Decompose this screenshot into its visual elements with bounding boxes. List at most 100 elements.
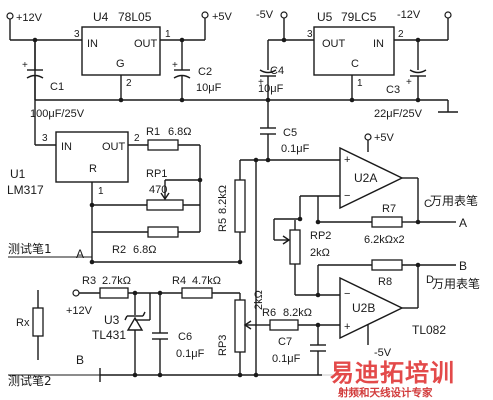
c1-value: 100μF/25V [30, 108, 85, 120]
minus5v-terminal-top [280, 11, 288, 19]
u5-ref: U5 [317, 10, 333, 24]
u5-gnd: C [351, 58, 359, 70]
u4-in: IN [87, 38, 98, 50]
r5-resistor [234, 179, 246, 233]
r7-resistor [371, 216, 403, 228]
u4-part: 78L05 [118, 10, 152, 24]
terminal-a-left: A [76, 247, 84, 261]
probe1-label: 测试笔1 [8, 241, 52, 256]
c5-value: 0.1μF [281, 143, 310, 155]
r1-resistor [147, 139, 179, 151]
c6-label: C6 [178, 331, 192, 343]
u4-ref: U4 [93, 10, 109, 24]
u1-adj: R [89, 163, 97, 175]
r5-label: R5 [217, 218, 229, 232]
plus5v-terminal-amp [364, 133, 372, 141]
u5-right-pin-name: IN [373, 38, 384, 50]
u5-pin-gnd: 1 [357, 78, 363, 89]
opamp-part: TL082 [412, 323, 446, 337]
rp2-label: RP2 [310, 230, 331, 242]
u4-regulator [81, 26, 161, 76]
r8-label: R8 [378, 276, 392, 288]
u5-left-pin-name: OUT [322, 38, 346, 50]
svg-text:+: + [22, 60, 28, 71]
u5-pin-right: 2 [398, 29, 404, 40]
r4-value: 4.7kΩ [192, 275, 221, 287]
u4-out: OUT [134, 38, 158, 50]
rp1-value: 470 [149, 184, 167, 196]
opamp-section: +5V + − U2A A C 万用表笔 R7 6.2kΩx2 RP2 [273, 132, 480, 359]
svg-text:+: + [172, 60, 178, 71]
u1-part: LM317 [7, 183, 44, 197]
watermark-title: 易迪拓培训 [330, 359, 455, 387]
svg-text:+: + [344, 154, 350, 166]
reference-section: +12V R3 2.7kΩ U3 TL431 C6 0.1μF R4 4.7kΩ [8, 275, 340, 388]
u1-ref: U1 [10, 167, 26, 181]
plus12v-terminal-bottom [72, 289, 80, 297]
svg-text:+: + [406, 77, 412, 88]
lm317-section: IN OUT R 3 2 1 U1 LM317 R1 6.8Ω RP1 470 [7, 40, 240, 265]
terminal-b-out: B [459, 259, 467, 273]
r2-resistor [147, 226, 179, 238]
meter-probe-b: 万用表笔 [432, 276, 480, 291]
minus12v-label-top: -12V [397, 9, 421, 21]
r4-resistor [181, 287, 213, 299]
c2-value: 10μF [196, 82, 222, 94]
c-mark: C [424, 198, 432, 210]
svg-text:−: − [344, 288, 350, 300]
u2b-label: U2B [352, 301, 375, 315]
r3-value: 2.7kΩ [102, 275, 131, 287]
u1-pin-adj: 1 [98, 186, 104, 197]
svg-text:+: + [344, 321, 350, 333]
u2b-opamp [339, 276, 404, 340]
u1-in: IN [61, 141, 72, 153]
rp2-potentiometer [289, 229, 301, 265]
c6-value: 0.1μF [176, 348, 205, 360]
r3-resistor [99, 287, 129, 299]
rp3-potentiometer [234, 299, 246, 353]
rx-resistor [32, 307, 44, 337]
c3-value: 22μF/25V [374, 108, 423, 120]
meter-probe-a: 万用表笔 [430, 193, 478, 208]
u5-regulator [313, 26, 395, 76]
u1-regulator [55, 131, 129, 183]
u3-part: TL431 [92, 328, 126, 342]
plus12v-label-top: +12V [16, 12, 43, 24]
r2-value: 6.8Ω [133, 244, 157, 256]
c4-label: C4 [270, 65, 284, 77]
c1-label: C1 [50, 81, 64, 93]
rp1-label: RP1 [146, 168, 167, 180]
r2-label: R2 [112, 244, 126, 256]
probe2-label: 测试笔2 [8, 373, 52, 388]
u1-pin-in: 3 [42, 133, 48, 144]
r3-label: R3 [82, 275, 96, 287]
rp3-label: RP3 [217, 335, 229, 356]
c4-value: 10μF [258, 83, 284, 95]
watermark: 易迪拓培训 射频和天线设计专家 [322, 356, 492, 400]
r7-value: 6.2kΩx2 [364, 234, 405, 246]
u4-pin-out: 1 [165, 29, 171, 40]
terminal-a-out: A [459, 216, 467, 230]
u5-pin-left: 3 [307, 29, 313, 40]
u4-pin-gnd: 2 [126, 78, 132, 89]
plus12v-label-bottom: +12V [66, 305, 93, 317]
r6-label: R6 [262, 307, 276, 319]
center-column: C5 0.1μF R5 8.2kΩ [217, 100, 340, 375]
svg-text:+: + [258, 77, 264, 88]
u2a-opamp [339, 146, 404, 210]
watermark-subtitle: 射频和天线设计专家 [337, 386, 433, 399]
r6-value: 8.2kΩ [283, 307, 312, 319]
u5-part: 79LC5 [341, 10, 377, 24]
rp1-potentiometer [146, 199, 184, 211]
r1-label: R1 [146, 126, 160, 138]
minus12v-terminal-top [444, 11, 452, 19]
c5-label: C5 [283, 127, 297, 139]
d-mark: D [426, 274, 434, 286]
c7-label: C7 [278, 336, 292, 348]
r4-label: R4 [172, 275, 186, 287]
u4-pin-in: 3 [74, 29, 80, 40]
u2a-label: U2A [354, 171, 377, 185]
power-section: +12V U4 78L05 IN OUT G 3 1 2 +5V + C1 10… [6, 9, 458, 120]
